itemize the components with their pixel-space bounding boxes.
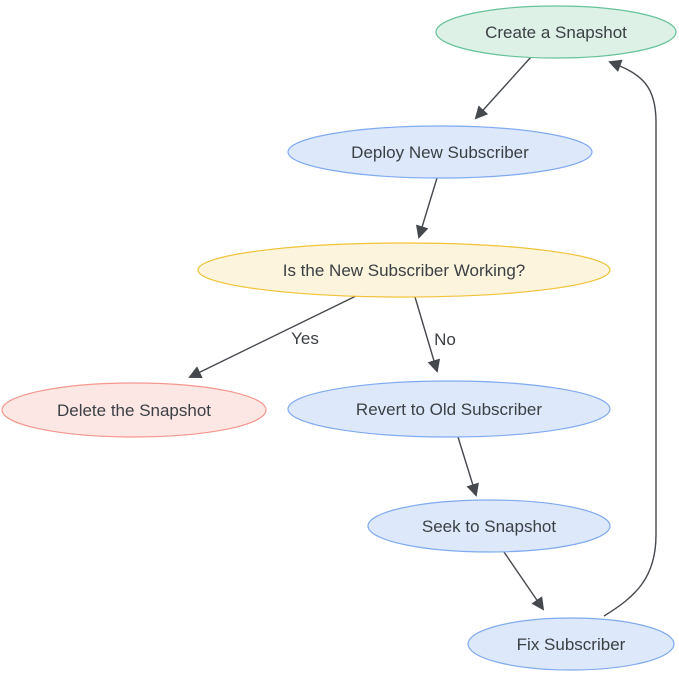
node-delete-the-snapshot-label: Delete the Snapshot	[57, 401, 211, 420]
edge-deploy-to-isworking	[416, 177, 438, 239]
node-revert-to-old-subscriber-label: Revert to Old Subscriber	[356, 400, 542, 419]
node-revert-to-old-subscriber-shape	[287, 380, 611, 438]
node-create-snapshot: Create a Snapshot	[435, 5, 677, 59]
edge-label-no: No	[434, 330, 456, 349]
node-seek-to-snapshot-shape	[367, 499, 611, 553]
node-create-snapshot-label: Create a Snapshot	[485, 23, 627, 42]
node-is-new-subscriber-working-shape	[197, 242, 611, 298]
node-delete-the-snapshot: Delete the Snapshot	[1, 382, 267, 438]
node-revert-to-old-subscriber: Revert to Old Subscriber	[287, 380, 611, 438]
node-delete-the-snapshot-shape	[1, 382, 267, 438]
edge-create-to-deploy	[474, 56, 532, 120]
edge-fix-to-create-loop	[603, 59, 657, 617]
node-fix-subscriber: Fix Subscriber	[467, 617, 675, 671]
edge-revert-to-seek	[457, 436, 479, 497]
node-deploy-new-subscriber-label: Deploy New Subscriber	[351, 143, 529, 162]
node-is-new-subscriber-working-label: Is the New Subscriber Working?	[283, 261, 526, 280]
edge-seek-to-fix	[503, 551, 545, 611]
node-seek-to-snapshot-label: Seek to Snapshot	[422, 517, 556, 536]
node-seek-to-snapshot: Seek to Snapshot	[367, 499, 611, 553]
node-deploy-new-subscriber-shape	[287, 125, 593, 179]
edge-isworking-to-delete-yes	[188, 295, 357, 378]
edge-group	[188, 56, 657, 617]
node-deploy-new-subscriber: Deploy New Subscriber	[287, 125, 593, 179]
node-fix-subscriber-label: Fix Subscriber	[517, 635, 626, 654]
node-is-new-subscriber-working: Is the New Subscriber Working?	[197, 242, 611, 298]
node-fix-subscriber-shape	[467, 617, 675, 671]
edge-label-yes: Yes	[291, 329, 319, 348]
edge-isworking-to-revert-no	[414, 296, 441, 373]
node-create-snapshot-shape	[435, 5, 677, 59]
